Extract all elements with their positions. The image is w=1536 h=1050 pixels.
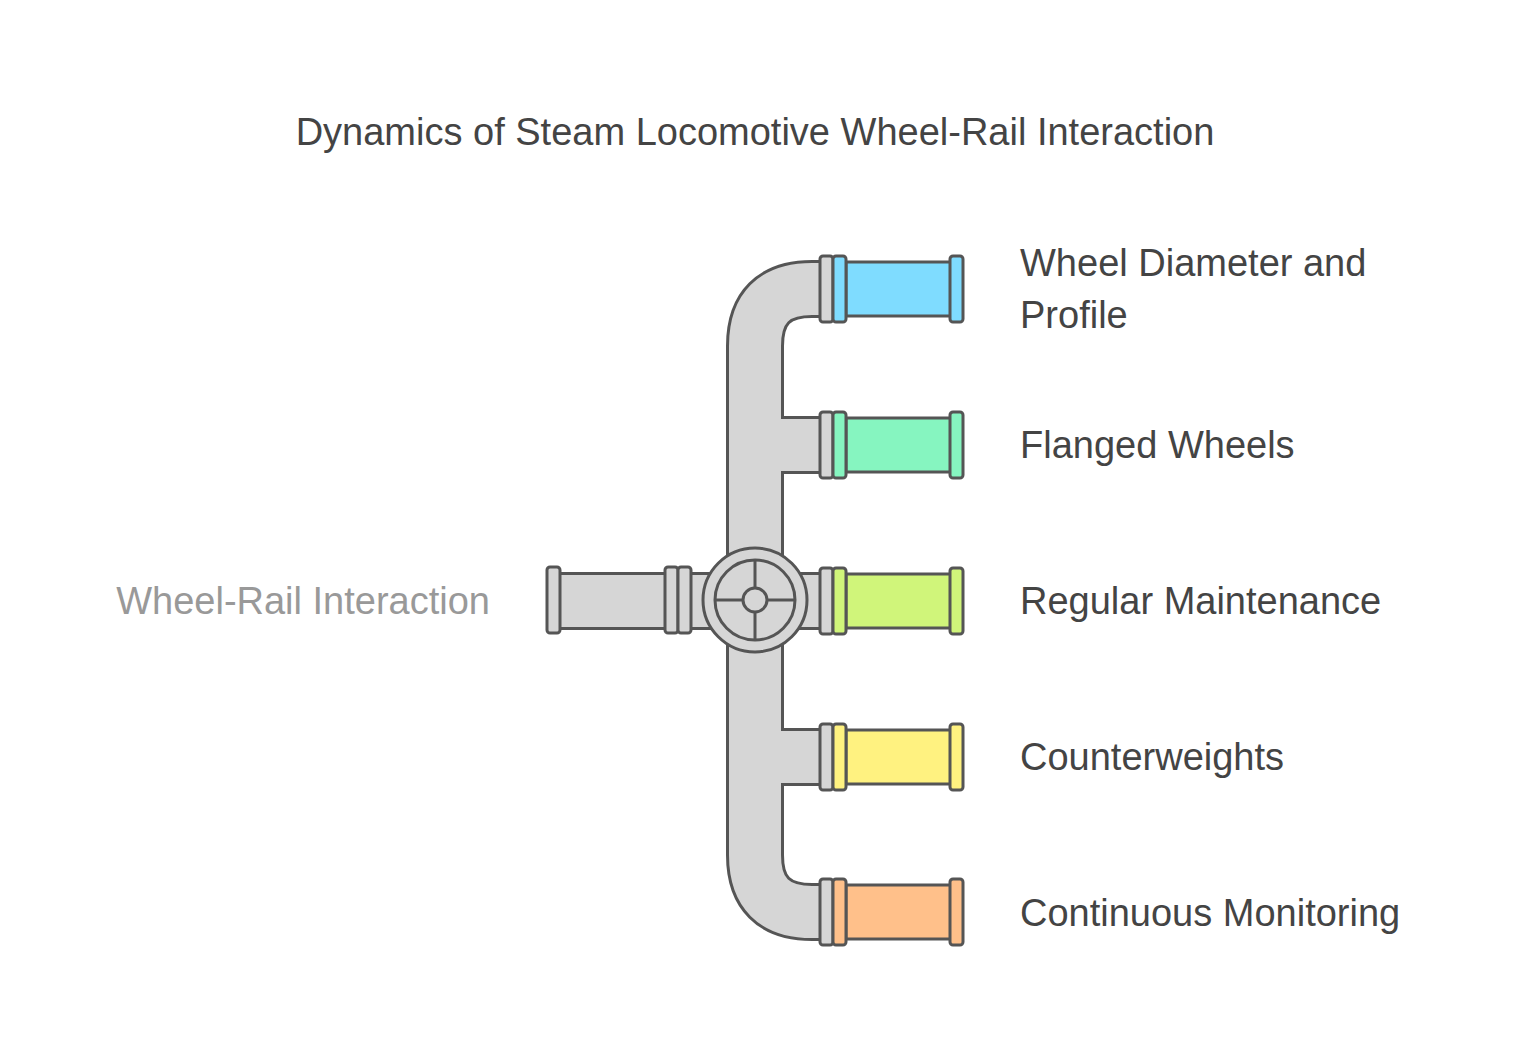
- outlet-label: Regular Maintenance: [1020, 575, 1381, 627]
- outlet-label: Wheel Diameter and Profile: [1020, 237, 1450, 341]
- outlet-label: Flanged Wheels: [1020, 419, 1295, 471]
- outlet-label: Counterweights: [1020, 731, 1284, 783]
- diagram-title: Dynamics of Steam Locomotive Wheel-Rail …: [296, 106, 1215, 158]
- input-label: Wheel-Rail Interaction: [116, 575, 490, 627]
- outlet-label: Continuous Monitoring: [1020, 887, 1400, 939]
